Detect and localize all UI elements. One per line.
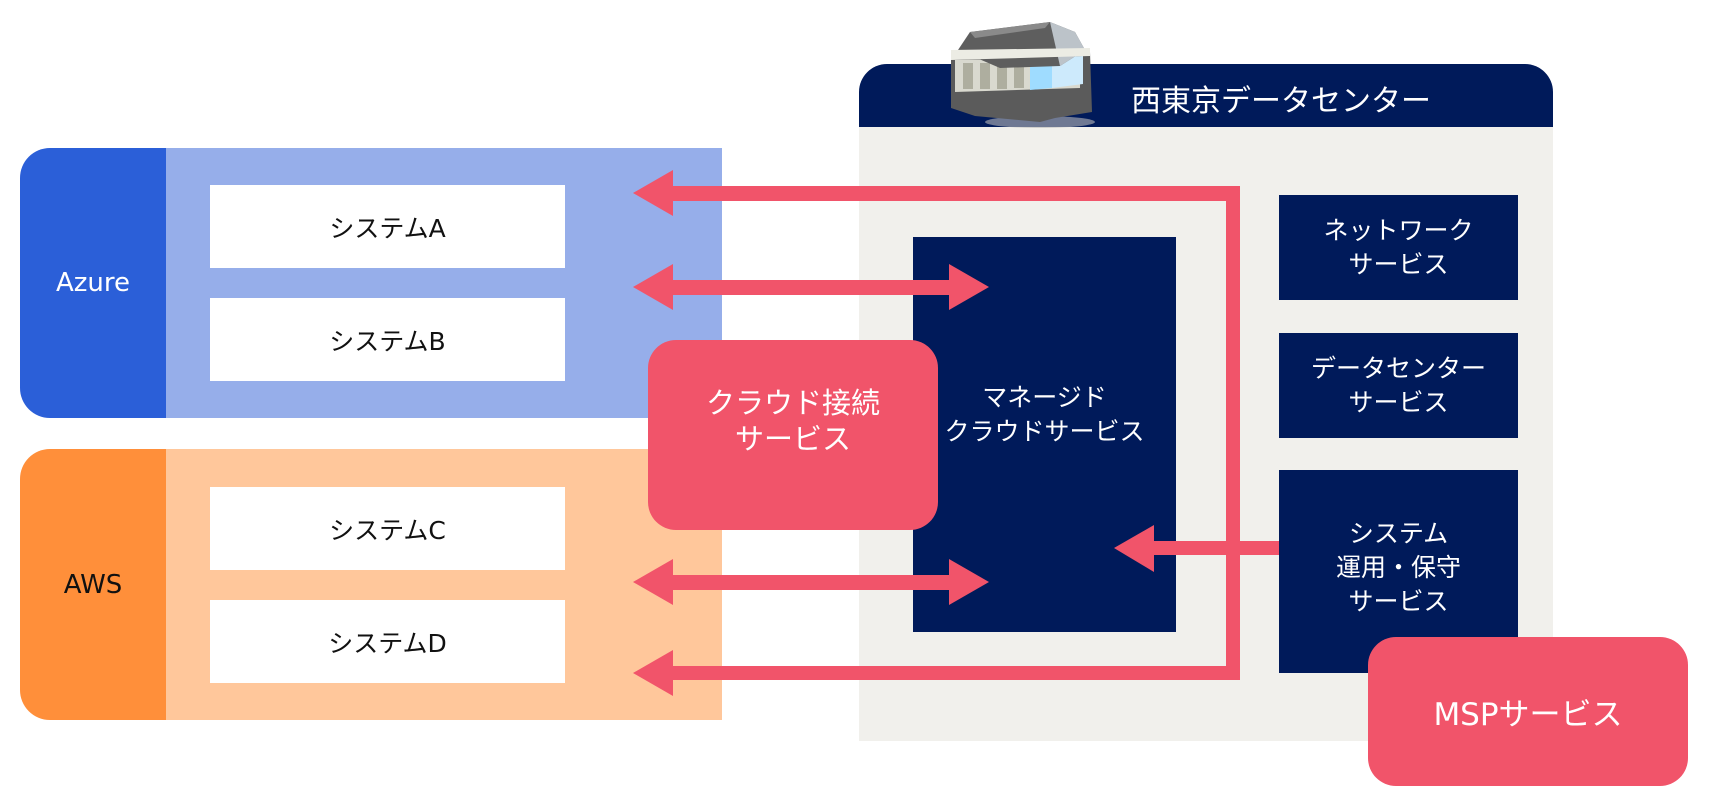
- datacenter-title: 西東京データセンター: [1131, 84, 1431, 119]
- provider-name: Azure: [55, 268, 131, 298]
- managed-cloud-service-label: マネージド クラウドサービス: [944, 382, 1145, 446]
- service-label: システム 運用・保守 サービス: [1335, 518, 1461, 616]
- datacenter-header: 西東京データセンター: [859, 64, 1553, 127]
- network-service[interactable]: ネットワーク サービス: [1279, 195, 1518, 300]
- msp-label: MSPサービス: [1433, 697, 1623, 733]
- system-box-b[interactable]: システムB: [210, 298, 565, 381]
- cloud-connect-service[interactable]: クラウド接続 サービス: [648, 340, 938, 530]
- system-label: システムC: [329, 515, 446, 545]
- system-box-d[interactable]: システムD: [210, 600, 565, 683]
- system-box-c[interactable]: システムC: [210, 487, 565, 570]
- managed-cloud-service[interactable]: マネージド クラウドサービス: [913, 237, 1176, 632]
- system-label: システムB: [329, 326, 446, 356]
- provider-label-aws: AWS: [20, 449, 166, 720]
- msp-service[interactable]: MSPサービス: [1368, 637, 1688, 786]
- datacenter-service[interactable]: データセンター サービス: [1279, 333, 1518, 438]
- provider-azure: Azure システムA システムB: [20, 148, 722, 418]
- system-label: システムD: [328, 628, 447, 658]
- service-label: ネットワーク サービス: [1323, 215, 1474, 279]
- provider-label-azure: Azure: [20, 148, 166, 418]
- cloud-connect-label: クラウド接続 サービス: [705, 386, 880, 456]
- provider-aws: AWS システムC システムD: [20, 449, 722, 720]
- system-label: システムA: [329, 213, 446, 243]
- provider-name: AWS: [63, 569, 123, 600]
- system-box-a[interactable]: システムA: [210, 185, 565, 268]
- service-label: データセンター サービス: [1310, 353, 1486, 417]
